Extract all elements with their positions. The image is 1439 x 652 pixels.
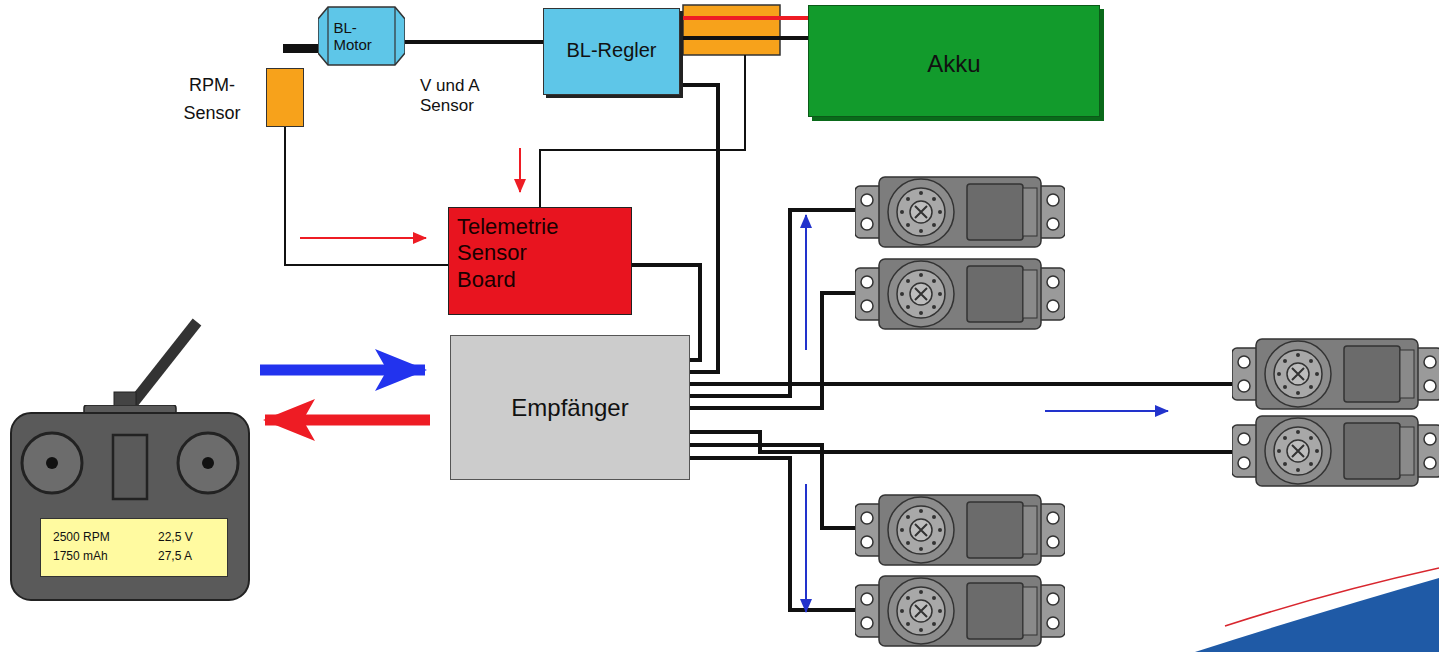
telemetry-value: 1750 mAh [53, 550, 136, 564]
battery-box: Akku [808, 5, 1100, 117]
controller-box: BL-Regler [543, 8, 680, 95]
connector [265, 420, 430, 421]
receiver-box: Empfänger [450, 335, 690, 480]
connector-line [260, 365, 425, 376]
connector-line [680, 16, 808, 20]
connector-line [285, 125, 448, 265]
telemetry-board: Telemetrie Sensor Board [448, 207, 632, 315]
connector [405, 42, 543, 43]
connector-line [680, 36, 808, 40]
connector [285, 125, 448, 265]
rpm-sensor: RPM- Sensor [168, 66, 304, 128]
transmitter-display: 2500 RPM22,5 V1750 mAh27,5 A [40, 518, 228, 577]
sensor-block [266, 68, 304, 127]
motor-label: BL- Motor [334, 19, 390, 54]
wire-label: V und A Sensor [420, 76, 504, 117]
connector [680, 18, 808, 38]
telemetry-value: 27,5 A [136, 550, 219, 564]
connector [260, 370, 425, 371]
connector-line [405, 40, 543, 44]
receiver-label: Empfänger [511, 394, 628, 422]
sensor-label: RPM- Sensor [168, 72, 256, 128]
controller-label: BL-Regler [566, 39, 656, 62]
connector-line [265, 415, 430, 426]
transmitter: 2500 RPM22,5 V1750 mAh27,5 A [10, 405, 250, 602]
motor-shape: BL- Motor [318, 5, 405, 67]
battery-label: Akku [927, 50, 980, 78]
board-label: Telemetrie Sensor Board [457, 214, 582, 293]
telemetry-value: 22,5 V [136, 531, 219, 545]
telemetry-value: 2500 RPM [53, 531, 136, 545]
